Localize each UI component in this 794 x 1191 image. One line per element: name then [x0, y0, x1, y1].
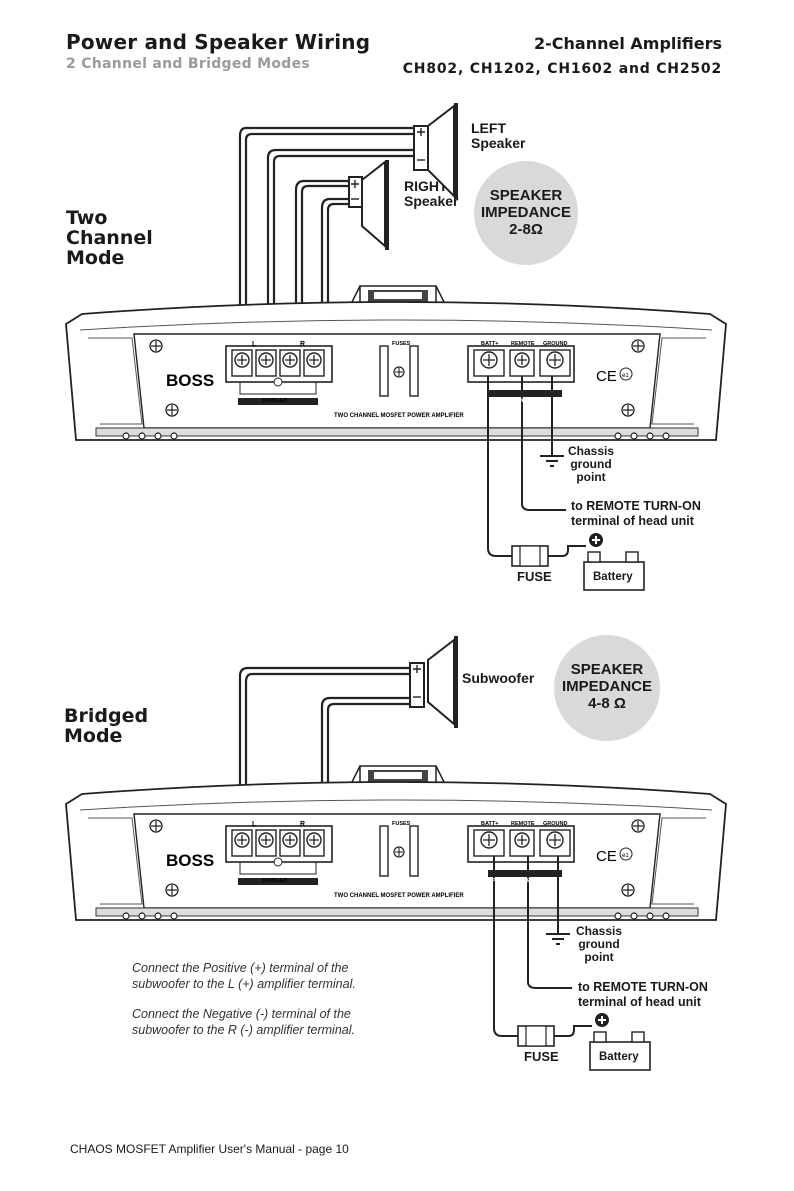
badge-line: SPEAKER — [489, 187, 563, 204]
amplifier-model-text: TWO CHANNEL MOSFET POWER AMPLIFIER — [334, 893, 464, 899]
badge-line: IMPEDANCE — [480, 204, 571, 221]
two-channel-mode-label: Two Channel Mode — [66, 208, 153, 268]
label-line: point — [584, 950, 614, 964]
speaker-wires — [238, 126, 414, 346]
fuse-two-channel — [511, 545, 549, 567]
bridged-label: BRIDGED — [262, 398, 287, 404]
model-list: CH802, CH1202, CH1602 and CH2502 — [402, 61, 722, 77]
power-wires — [487, 376, 586, 557]
subwoofer-wires — [238, 666, 410, 826]
product-line-title: 2-Channel Amplifiers — [534, 34, 722, 53]
subwoofer-label: Subwoofer — [462, 670, 535, 686]
right-speaker-label: RIGHT Speaker — [404, 179, 458, 209]
power-connections-label: POWER CONNECTIONS — [492, 398, 550, 404]
battery-label: Battery — [599, 1051, 639, 1063]
bridged-wiring-note-positive: Connect the Positive (+) terminal of the… — [132, 960, 356, 992]
label-line: Chassis — [576, 924, 623, 938]
brand-logo: BOSS — [166, 851, 214, 870]
label-line: terminal of head unit — [578, 995, 701, 1009]
e-mark: e1 — [622, 373, 629, 379]
mode-label-line: Two — [66, 207, 108, 229]
remote-label: REMOTE — [511, 821, 535, 827]
mode-label-line: Mode — [66, 247, 125, 269]
chassis-ground-label: Chassis ground point — [576, 925, 622, 964]
fuses-label: FUSES — [392, 821, 411, 827]
badge-line: SPEAKER — [570, 661, 644, 678]
bridged-wiring-note-negative: Connect the Negative (-) terminal of the… — [132, 1006, 355, 1038]
label-line: RIGHT — [404, 178, 448, 194]
ground-label: GROUND — [543, 341, 567, 347]
batt-label: BATT+ — [481, 341, 498, 347]
speaker-connections-label: SPEAKER CONNECTIONS — [243, 406, 306, 412]
mode-label-line: Channel — [66, 227, 153, 249]
fuses-label: FUSES — [392, 341, 411, 347]
remote-label: REMOTE — [511, 341, 535, 347]
label-line: to REMOTE TURN-ON — [571, 499, 701, 513]
amplifier-labels-bridged: BOSS L R FUSES BATT+ REMOTE GROUND BRIDG… — [166, 821, 629, 899]
ce-mark: CE — [596, 368, 617, 385]
fuse-bridged — [517, 1025, 555, 1047]
amplifier-model-text: TWO CHANNEL MOSFET POWER AMPLIFIER — [334, 413, 464, 419]
ground-label: GROUND — [543, 821, 567, 827]
label-line: ground — [570, 457, 612, 471]
mode-label-line: Bridged — [64, 705, 149, 727]
fuse-label: FUSE — [524, 1049, 559, 1064]
note-line: subwoofer to the L (+) amplifier termina… — [132, 977, 356, 991]
bridged-mode-label: Bridged Mode — [64, 706, 148, 746]
label-line: ground — [578, 937, 620, 951]
note-line: Connect the Negative (-) terminal of the — [132, 1007, 351, 1021]
impedance-value: 4-8 Ω — [588, 695, 626, 712]
label-line: terminal of head unit — [571, 514, 694, 528]
left-speaker — [413, 103, 458, 199]
brand-logo: BOSS — [166, 371, 214, 390]
label-line: Chassis — [568, 444, 615, 458]
label-line: point — [576, 470, 606, 484]
ce-mark: CE — [596, 848, 617, 865]
label-line: LEFT — [471, 120, 506, 136]
batt-label: BATT+ — [481, 821, 498, 827]
e-mark: e1 — [622, 853, 629, 859]
chassis-ground-label: Chassis ground point — [568, 445, 614, 484]
left-speaker-label: LEFT Speaker — [471, 121, 525, 151]
label-line: to REMOTE TURN-ON — [578, 980, 708, 994]
subwoofer — [409, 636, 458, 728]
power-connections-label: POWER CONNECTIONS — [492, 878, 550, 884]
speaker-impedance-badge: SPEAKER IMPEDANCE 2-8Ω — [474, 161, 578, 265]
battery-two-channel — [583, 533, 645, 591]
impedance-value: 2-8Ω — [509, 221, 543, 238]
battery-bridged — [589, 1013, 651, 1071]
terminal-l-label: L — [252, 341, 257, 348]
label-line: Speaker — [404, 193, 459, 209]
bridged-label: BRIDGED — [262, 878, 287, 884]
label-line: Speaker — [471, 135, 526, 151]
terminal-r-label: R — [300, 821, 305, 828]
speaker-connections-label: SPEAKER CONNECTIONS — [243, 886, 306, 892]
power-wires — [493, 856, 592, 1037]
speaker-impedance-badge: SPEAKER IMPEDANCE 4-8 Ω — [554, 635, 660, 741]
remote-turn-on-label: to REMOTE TURN-ON terminal of head unit — [578, 980, 708, 1010]
fuse-label: FUSE — [517, 569, 552, 584]
page-title: Power and Speaker Wiring — [66, 30, 371, 54]
badge-line: IMPEDANCE — [561, 678, 652, 695]
note-line: Connect the Positive (+) terminal of the — [132, 961, 349, 975]
note-line: subwoofer to the R (-) amplifier termina… — [132, 1023, 355, 1037]
page-subtitle: 2 Channel and Bridged Modes — [66, 56, 311, 72]
terminal-r-label: R — [300, 341, 305, 348]
terminal-l-label: L — [252, 821, 257, 828]
page-footer: CHAOS MOSFET Amplifier User's Manual - p… — [70, 1142, 349, 1156]
remote-turn-on-label: to REMOTE TURN-ON terminal of head unit — [571, 499, 701, 529]
right-speaker — [348, 159, 389, 250]
amplifier-labels-two-channel: BOSS L R FUSES BATT+ REMOTE GROUND BRIDG… — [166, 341, 629, 419]
mode-label-line: Mode — [64, 725, 123, 747]
battery-label: Battery — [593, 571, 633, 583]
